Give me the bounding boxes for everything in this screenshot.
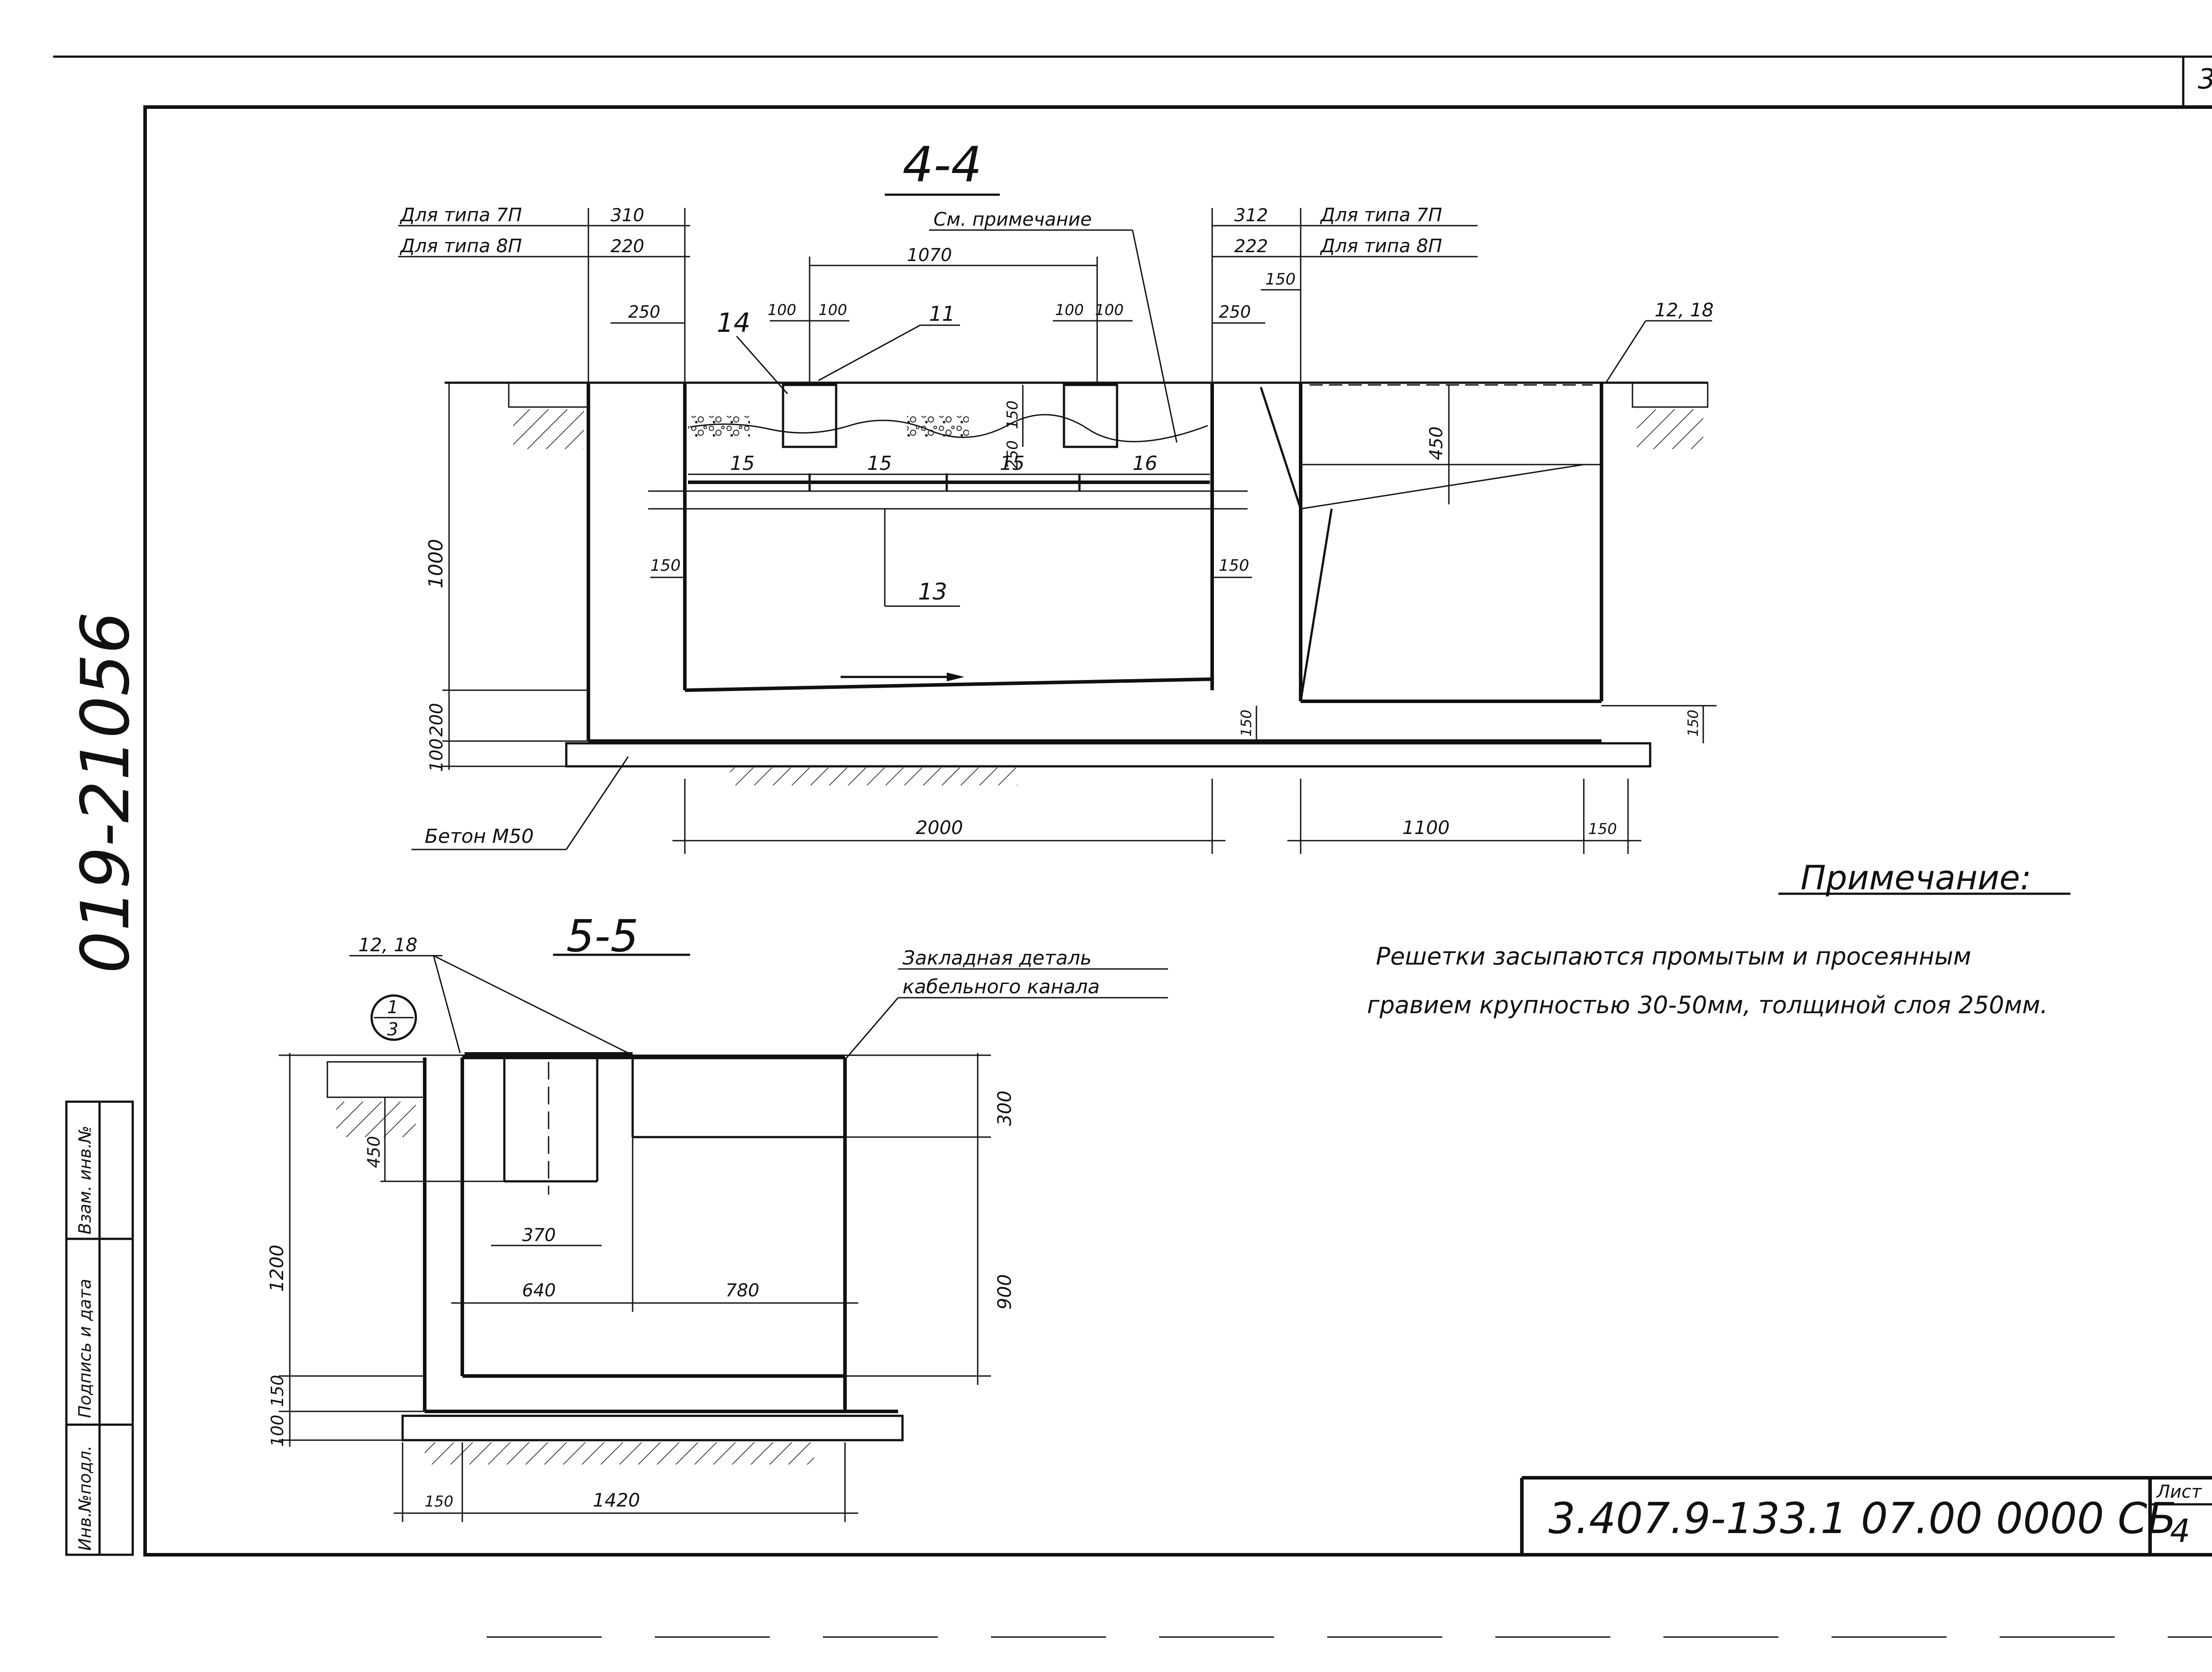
callout-12-18: 12, 18 (1655, 299, 1714, 321)
stamp-signature-date: Подпись и дата (75, 1279, 95, 1418)
dim-150-base: 150 (425, 1493, 453, 1511)
bar-label-15-b: 15 (867, 452, 892, 475)
dim-150-right-b: 150 (1685, 710, 1701, 737)
callout-12-18-b: 12, 18 (358, 934, 418, 956)
dim-250-right: 250 (1219, 302, 1251, 322)
left-value-310: 310 (611, 205, 644, 226)
dim-150-top: 150 (1265, 270, 1296, 288)
dim-150-vertical: 150 (1004, 400, 1022, 429)
dim-250-vertical: 250 (1004, 440, 1022, 469)
dim-2000: 2000 (916, 817, 963, 838)
bar-label-15-a: 15 (730, 452, 755, 475)
right-type-7p: Для типа 7П (1320, 204, 1442, 226)
left-type-8p: Для типа 8П (399, 235, 522, 257)
section-4-4: 4-4 (398, 136, 1717, 854)
dim-900-v: 900 (994, 1274, 1015, 1310)
dim-370: 370 (522, 1225, 556, 1245)
dim-1100: 1100 (1402, 817, 1450, 838)
dim-640: 640 (522, 1280, 556, 1301)
section-5-5: 5-5 12, 18 1 3 Закладная деталь кабельно… (266, 910, 1168, 1522)
dim-100-a: 100 (768, 301, 796, 319)
dim-100-c: 100 (1055, 301, 1084, 319)
dim-1200: 1200 (266, 1245, 288, 1292)
bar-label-16: 16 (1133, 452, 1157, 475)
dim-100-b: 100 (818, 301, 847, 319)
dim-450-vertical: 450 (1426, 427, 1447, 460)
dim-100-v: 100 (268, 1414, 287, 1447)
callout-11: 11 (929, 302, 955, 326)
dim-780: 780 (726, 1280, 759, 1301)
dim-100-d: 100 (1095, 301, 1124, 319)
right-value-312: 312 (1234, 205, 1268, 226)
dim-150-side-left: 150 (650, 557, 681, 575)
note-line-1: Решетки засыпаются промытым и просеянным (1376, 942, 1971, 970)
dim-1000: 1000 (425, 539, 447, 588)
sheet-frame (53, 55, 2212, 1638)
title-block (1520, 1476, 2212, 1555)
section-5-5-title: 5-5 (566, 910, 638, 962)
dim-1070: 1070 (907, 245, 952, 265)
side-stamp (65, 1100, 134, 1556)
dim-150-right-a: 150 (1238, 710, 1255, 737)
stamp-inv-original: Инв.№подл. (75, 1445, 95, 1551)
dim-150-v: 150 (268, 1375, 287, 1407)
detail-ref-top: 1 (387, 997, 398, 1018)
note-block: Примечание: Решетки засыпаются промытым … (1367, 858, 2070, 1019)
dim-450-v: 450 (364, 1136, 384, 1168)
detail-ref-bottom: 3 (387, 1019, 398, 1040)
sheet-label: Лист (2156, 1482, 2202, 1502)
callout-14: 14 (717, 307, 750, 338)
page-number: 31 (2198, 63, 2212, 95)
callout-13: 13 (918, 579, 947, 605)
dim-200: 200 (426, 703, 447, 737)
embedded-part-label-2: кабельного канала (902, 976, 1100, 998)
dim-150-side-right: 150 (1219, 557, 1249, 575)
section-4-4-title: 4-4 (902, 136, 982, 193)
archive-number: 019-21056 (67, 611, 144, 973)
dim-100-base: 100 (426, 738, 447, 772)
stamp-replaced-inv: Взам. инв.№ (75, 1126, 95, 1234)
note-title: Примечание: (1801, 858, 2032, 897)
dim-300-v: 300 (994, 1091, 1015, 1126)
right-type-8p: Для типа 8П (1320, 235, 1442, 257)
embedded-part-label-1: Закладная деталь (902, 947, 1092, 969)
right-value-222: 222 (1234, 236, 1268, 257)
left-value-220: 220 (611, 236, 644, 257)
drawing-code: 3.407.9-133.1 07.00 0000 СБ (1548, 1494, 2176, 1543)
dim-250-left: 250 (628, 302, 661, 322)
concrete-grade-label: Бетон М50 (425, 825, 534, 848)
dim-150-bottom: 150 (1588, 820, 1617, 838)
note-line-2: гравием крупностью 30-50мм, толщиной сло… (1367, 991, 2048, 1019)
see-note-label: См. примечание (933, 208, 1092, 230)
dim-1420: 1420 (593, 1489, 640, 1511)
bar-label-15-c: 15 (1000, 452, 1025, 475)
sheet-number: 4 (2170, 1512, 2190, 1549)
left-type-7p: Для типа 7П (399, 204, 522, 226)
